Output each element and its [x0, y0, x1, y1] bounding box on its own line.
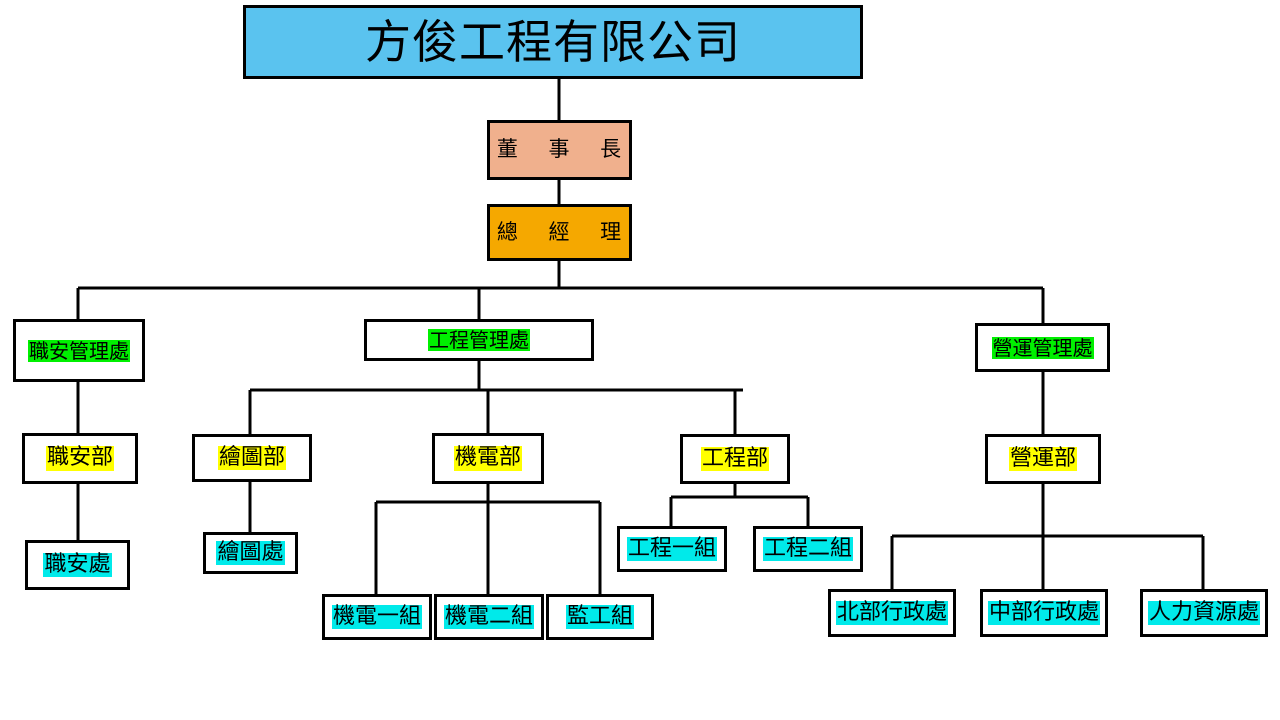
- node-team-north-admin-label: 北部行政處: [835, 599, 948, 626]
- node-team-safety-label: 職安處: [43, 551, 112, 578]
- node-team-em-1-label: 機電一組: [331, 603, 422, 630]
- node-division-operations[interactable]: 營運管理處: [975, 323, 1110, 372]
- node-team-drafting[interactable]: 繪圖處: [203, 532, 298, 574]
- node-department-safety-label: 職安部: [45, 445, 114, 471]
- node-team-safety[interactable]: 職安處: [25, 540, 130, 590]
- node-team-eng-1[interactable]: 工程一組: [617, 526, 727, 572]
- node-department-operations[interactable]: 營運部: [985, 434, 1101, 484]
- node-division-engineering-label: 工程管理處: [428, 328, 530, 352]
- node-company-label: 方俊工程有限公司: [365, 14, 741, 69]
- node-team-supervision[interactable]: 監工組: [546, 594, 654, 640]
- node-team-eng-2[interactable]: 工程二組: [753, 526, 863, 572]
- node-chairman-label: 董 事 長: [496, 137, 634, 162]
- node-team-north-admin[interactable]: 北部行政處: [828, 589, 956, 637]
- node-team-eng-1-label: 工程一組: [626, 535, 717, 562]
- node-division-operations-label: 營運管理處: [991, 335, 1094, 360]
- node-team-hr[interactable]: 人力資源處: [1140, 589, 1268, 637]
- node-team-em-2-label: 機電二組: [443, 603, 534, 630]
- node-company[interactable]: 方俊工程有限公司: [243, 5, 863, 79]
- node-general-manager[interactable]: 總 經 理: [487, 204, 632, 261]
- node-division-engineering[interactable]: 工程管理處: [364, 319, 594, 361]
- node-division-safety[interactable]: 職安管理處: [13, 319, 145, 382]
- node-team-drafting-label: 繪圖處: [216, 539, 285, 566]
- node-department-safety[interactable]: 職安部: [22, 433, 138, 484]
- node-general-manager-label: 總 經 理: [496, 219, 634, 244]
- node-department-drafting-label: 繪圖部: [217, 444, 286, 471]
- node-division-safety-label: 職安管理處: [28, 338, 130, 363]
- node-department-electromechanical[interactable]: 機電部: [432, 433, 544, 484]
- node-department-engineering-label: 工程部: [700, 445, 769, 472]
- node-team-em-2[interactable]: 機電二組: [434, 594, 544, 640]
- node-team-supervision-label: 監工組: [565, 603, 634, 630]
- node-team-hr-label: 人力資源處: [1147, 599, 1260, 626]
- node-team-central-admin-label: 中部行政處: [987, 599, 1100, 626]
- node-team-em-1[interactable]: 機電一組: [322, 594, 432, 640]
- node-department-operations-label: 營運部: [1008, 445, 1077, 472]
- node-department-engineering[interactable]: 工程部: [680, 434, 790, 484]
- node-team-central-admin[interactable]: 中部行政處: [980, 589, 1108, 637]
- node-team-eng-2-label: 工程二組: [762, 535, 853, 562]
- node-chairman[interactable]: 董 事 長: [487, 120, 632, 180]
- node-department-drafting[interactable]: 繪圖部: [192, 434, 312, 482]
- node-department-electromechanical-label: 機電部: [453, 445, 522, 471]
